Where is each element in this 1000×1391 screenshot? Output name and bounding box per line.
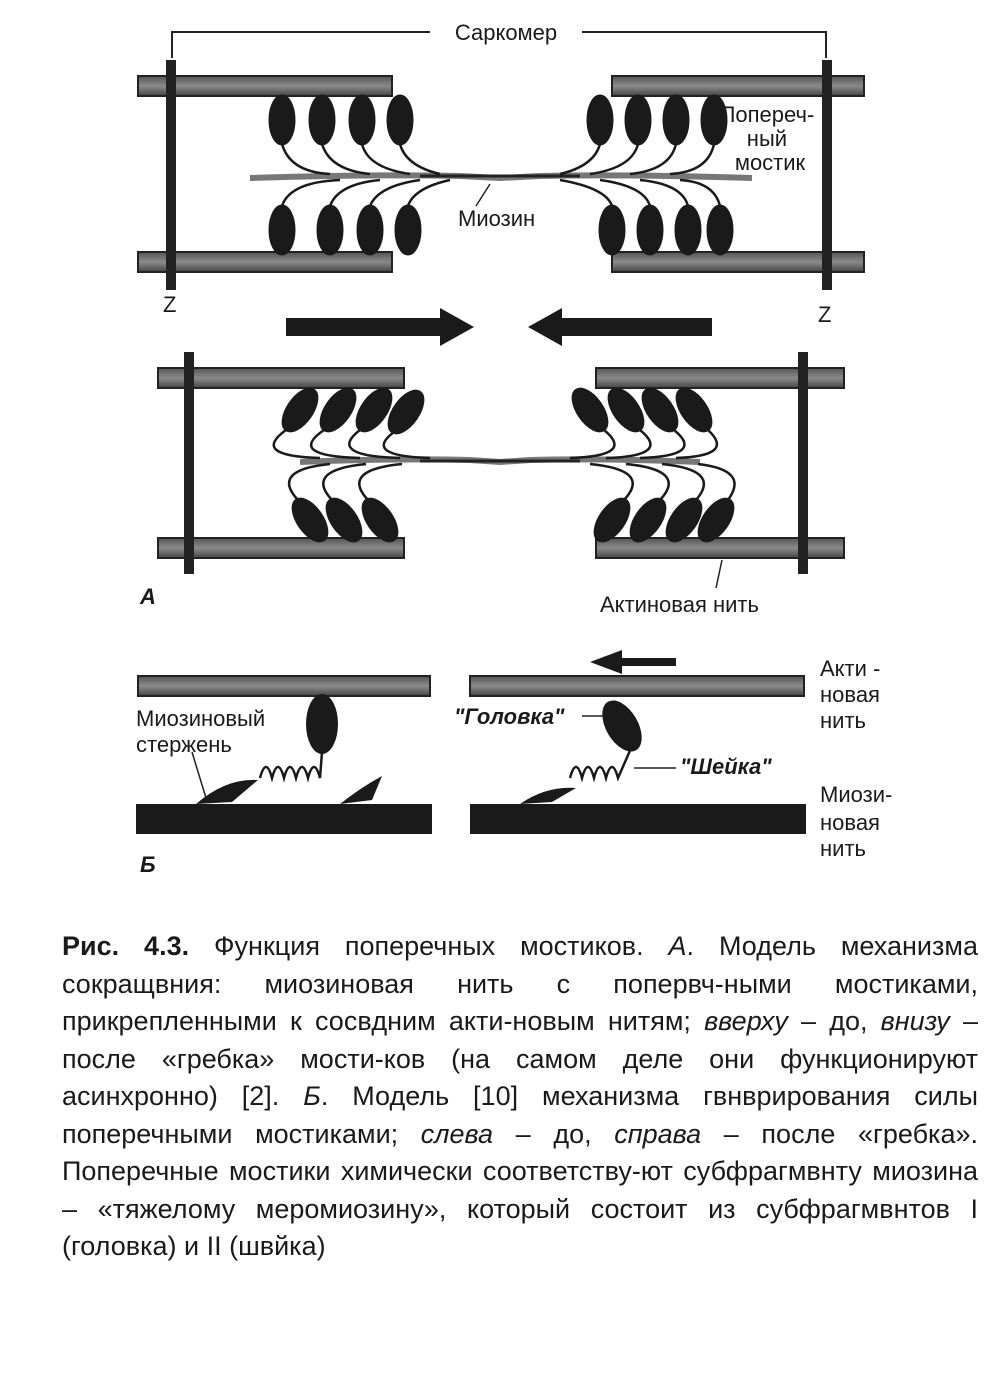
caption-text: – до,: [787, 1006, 881, 1036]
panel-a-bottom: А Актиновая нить: [139, 352, 845, 617]
actin-filament-label: Актиновая нить: [600, 592, 759, 617]
myosin-neck-spring: [258, 751, 324, 783]
caption-text: . Модель механизма сокращвния: миозинова…: [62, 931, 978, 1036]
caption-text: – после «гребка». Поперечные мостики хим…: [62, 1118, 978, 1262]
arrow-left-icon: [528, 308, 712, 346]
actin-filament: [611, 75, 865, 97]
caption-emph: слева: [420, 1118, 494, 1149]
myosin-rod: [340, 776, 382, 804]
actin-filament: [611, 251, 865, 273]
caption-emph: вверху: [704, 1006, 788, 1036]
myosin-rod-label: Миозиновый стержень: [136, 706, 271, 757]
z-line: [166, 60, 176, 290]
arrow-left-icon: [590, 650, 676, 674]
panel-b-label: Б: [140, 852, 156, 877]
arrow-right-icon: [286, 308, 474, 346]
figure-number: Рис. 4.3.: [62, 931, 190, 961]
caption-text: . Модель [10] механизма гвнврирования си…: [62, 1081, 978, 1149]
sarcomere-crossbridge-diagram: Саркомер Z Z: [136, 20, 898, 877]
caption-emph: справа: [614, 1118, 702, 1149]
actin-pointer: [715, 559, 723, 589]
myosin-label: Миозин: [458, 206, 535, 231]
sarcomere-bracket: [171, 31, 827, 58]
contraction-arrows: [286, 308, 712, 346]
rod-pointer: [191, 751, 207, 799]
z-label: Z: [163, 292, 176, 317]
actin-filament: [157, 367, 405, 389]
crossbridge-label: Попереч- ный мостик: [720, 102, 821, 175]
panel-b: Миозиновый стержень "Головка" "Шейка" Ак…: [136, 650, 898, 877]
figure-caption: Рис. 4.3. Функция поперечных мостиков. А…: [62, 928, 978, 1266]
z-line: [798, 352, 808, 574]
myosin-head: [306, 694, 338, 754]
panel-a-top: Саркомер Z Z: [137, 20, 865, 327]
actin-filament: [137, 75, 393, 97]
z-line: [184, 352, 194, 574]
sarcomere-label: Саркомер: [455, 20, 557, 45]
actin-filament-label-b: Акти - новая нить: [820, 656, 886, 733]
crossbridge-group: [272, 387, 736, 543]
myosin-filament-label-b: Миози- новая нить: [820, 782, 898, 861]
caption-text: Функция поперечных мостиков.: [189, 931, 669, 961]
caption-panel-b: Б: [303, 1081, 321, 1111]
z-line: [822, 60, 832, 290]
actin-filament: [157, 537, 405, 559]
panel-a-label: А: [139, 584, 156, 609]
caption-emph: внизу: [880, 1006, 950, 1036]
actin-filament: [137, 251, 393, 273]
myosin-rod: [520, 787, 576, 804]
actin-filament: [595, 537, 845, 559]
myosin-pointer: [475, 183, 491, 207]
myosin-filament: [249, 172, 753, 182]
actin-filament: [595, 367, 845, 389]
myosin-head: [602, 700, 642, 752]
caption-text: – до,: [493, 1118, 615, 1149]
myosin-thick-filament: [136, 804, 432, 834]
myosin-neck-spring: [568, 745, 634, 783]
caption-panel-a: А: [668, 931, 687, 961]
actin-filament: [137, 675, 431, 697]
neck-label: "Шейка": [680, 754, 772, 779]
actin-filament: [469, 675, 805, 697]
myosin-thick-filament: [470, 804, 806, 834]
head-label: "Головка": [454, 704, 565, 729]
caption-text: – после «гребка» мости-ков (на самом дел…: [62, 1006, 978, 1111]
z-label: Z: [818, 302, 831, 327]
myosin-rod: [196, 779, 258, 804]
crossbridge-group: [268, 94, 734, 256]
